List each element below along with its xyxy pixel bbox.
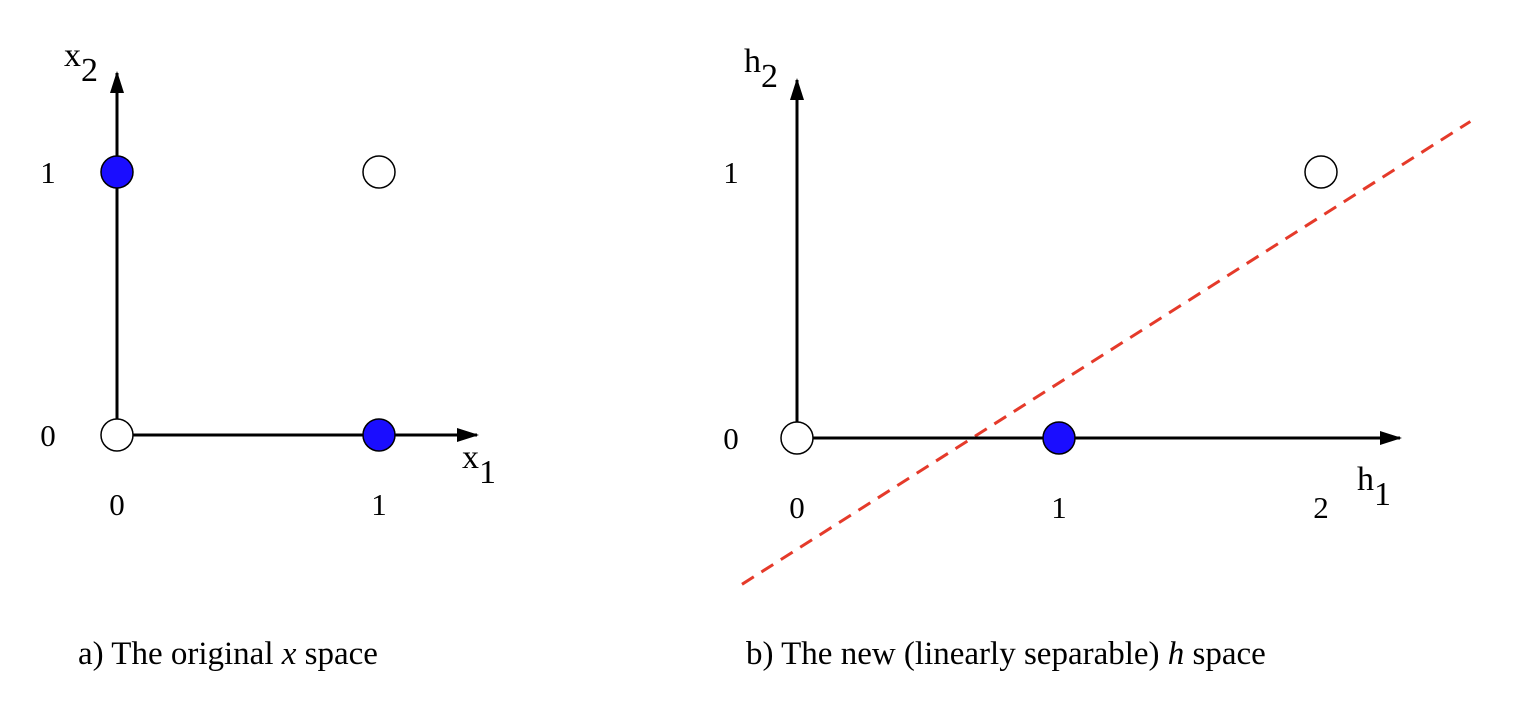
y-tick-label: 0: [40, 418, 56, 453]
y-tick-label: 0: [723, 421, 739, 456]
data-point-filled: [1042, 421, 1076, 455]
x-tick-label: 0: [789, 490, 805, 525]
caption-a: a) The original x space: [78, 636, 378, 672]
data-point-open: [100, 418, 134, 452]
y-axis-label: h2: [744, 43, 778, 95]
x-tick-label: 1: [371, 487, 387, 522]
data-point-open: [780, 421, 814, 455]
data-point-open: [362, 155, 396, 189]
panel-a: 0 1 0 1 x1 x2: [40, 37, 496, 522]
decision-boundary-line: [741, 120, 1472, 586]
y-tick-label: 1: [40, 155, 56, 190]
x-axis-label: x1: [462, 439, 496, 491]
data-point-filled: [362, 418, 396, 452]
data-point-filled: [100, 155, 134, 189]
y-tick-label: 1: [723, 155, 739, 190]
data-point-open: [1304, 155, 1338, 189]
x-tick-label: 1: [1051, 490, 1067, 525]
panel-b: 0 1 2 0 1 h1 h2: [723, 43, 1472, 586]
y-axis-label: x2: [64, 37, 98, 89]
x-tick-label: 0: [109, 487, 125, 522]
x-tick-label: 2: [1313, 490, 1329, 525]
x-axis-label: h1: [1357, 461, 1391, 513]
caption-b: b) The new (linearly separable) h space: [746, 636, 1266, 672]
